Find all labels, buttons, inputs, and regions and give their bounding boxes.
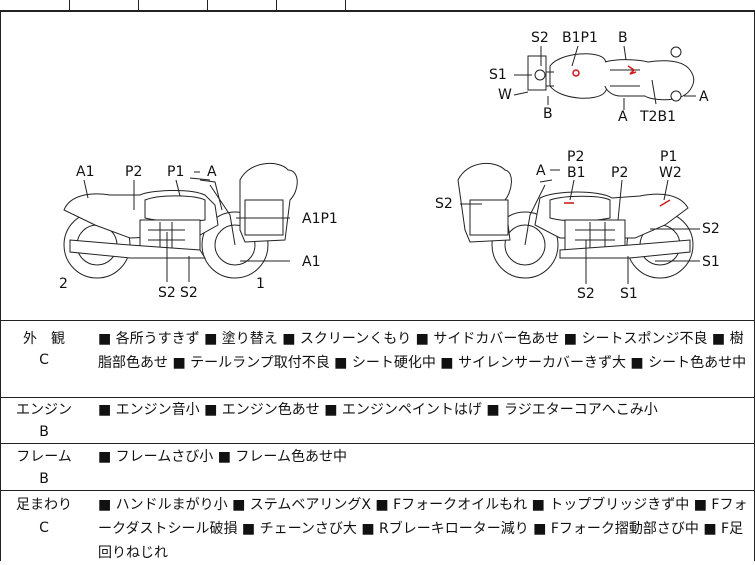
label-left-p1: P1 [167, 164, 185, 180]
label-left-s2-b: S2 [180, 285, 198, 301]
row-category: 足まわり [16, 497, 72, 513]
label-top-a-bottom: A [618, 109, 628, 125]
row-category: フレーム [16, 449, 72, 465]
top-view-bike [527, 46, 695, 102]
label-right-b1: B1 [567, 165, 586, 181]
label-left-a1-lower: A1 [302, 254, 321, 270]
row-remarks: ■ 各所うすきず ■ 塗り替え ■ スクリーンくもり ■ サイドカバー色あせ ■… [98, 331, 747, 371]
row-separator [0, 443, 755, 444]
top-cell-divider [345, 0, 346, 11]
label-right-s1-right: S1 [702, 254, 720, 270]
top-cell-divider [138, 0, 139, 11]
row-grade: B [39, 471, 49, 487]
frame-left [0, 10, 1, 561]
label-left-2: 2 [59, 276, 68, 292]
label-right-s2-bottom: S2 [577, 286, 595, 302]
row-remarks: ■ エンジン音小 ■ エンジン色あせ ■ エンジンペイントはげ ■ ラジエターコ… [98, 402, 658, 418]
row-category: エンジン [16, 402, 72, 418]
motorcycle-diagram [63, 45, 700, 284]
label-right-s1-bottom: S1 [620, 286, 638, 302]
row-separator [0, 397, 755, 398]
diagram-bottom-border [0, 320, 755, 321]
label-top-s1: S1 [489, 67, 507, 83]
label-top-b: B [618, 30, 628, 46]
label-left-a: A [207, 164, 217, 180]
label-top-s2: S2 [531, 30, 549, 46]
label-right-s2-left: S2 [435, 196, 453, 212]
label-right-a: A [536, 163, 546, 179]
label-right-p1: P1 [660, 149, 678, 165]
row-grade: C [39, 352, 49, 368]
label-right-w2: W2 [659, 165, 682, 181]
label-left-p2: P2 [125, 164, 143, 180]
label-left-a1: A1 [76, 164, 95, 180]
top-cell-divider [207, 0, 208, 11]
label-right-p2-top: P2 [567, 149, 585, 165]
top-cell-divider [69, 0, 70, 11]
label-top-t2b1: T2B1 [640, 109, 676, 125]
top-cell-divider [276, 0, 277, 11]
row-grade: B [39, 424, 49, 440]
label-right-s2-right: S2 [702, 221, 720, 237]
row-remarks: ■ ハンドルまがり小 ■ ステムベアリングX ■ Fフォークオイルもれ ■ トッ… [98, 497, 748, 561]
row-separator [0, 490, 755, 491]
label-top-a-right: A [699, 89, 709, 105]
row-grade: C [39, 520, 49, 536]
row-remarks: ■ フレームさび小 ■ フレーム色あせ中 [98, 449, 347, 465]
label-left-a1p1: A1P1 [302, 211, 338, 227]
row-category: 外 観 [23, 331, 65, 347]
top-strip-border [0, 10, 755, 12]
label-right-p2: P2 [611, 165, 629, 181]
label-top-b1p1: B1P1 [562, 30, 598, 46]
label-top-b-bottom: B [543, 106, 553, 122]
label-left-1: 1 [256, 276, 265, 292]
label-left-s2-a: S2 [158, 285, 176, 301]
label-top-w: W [498, 87, 512, 103]
left-view-bike [63, 162, 298, 279]
